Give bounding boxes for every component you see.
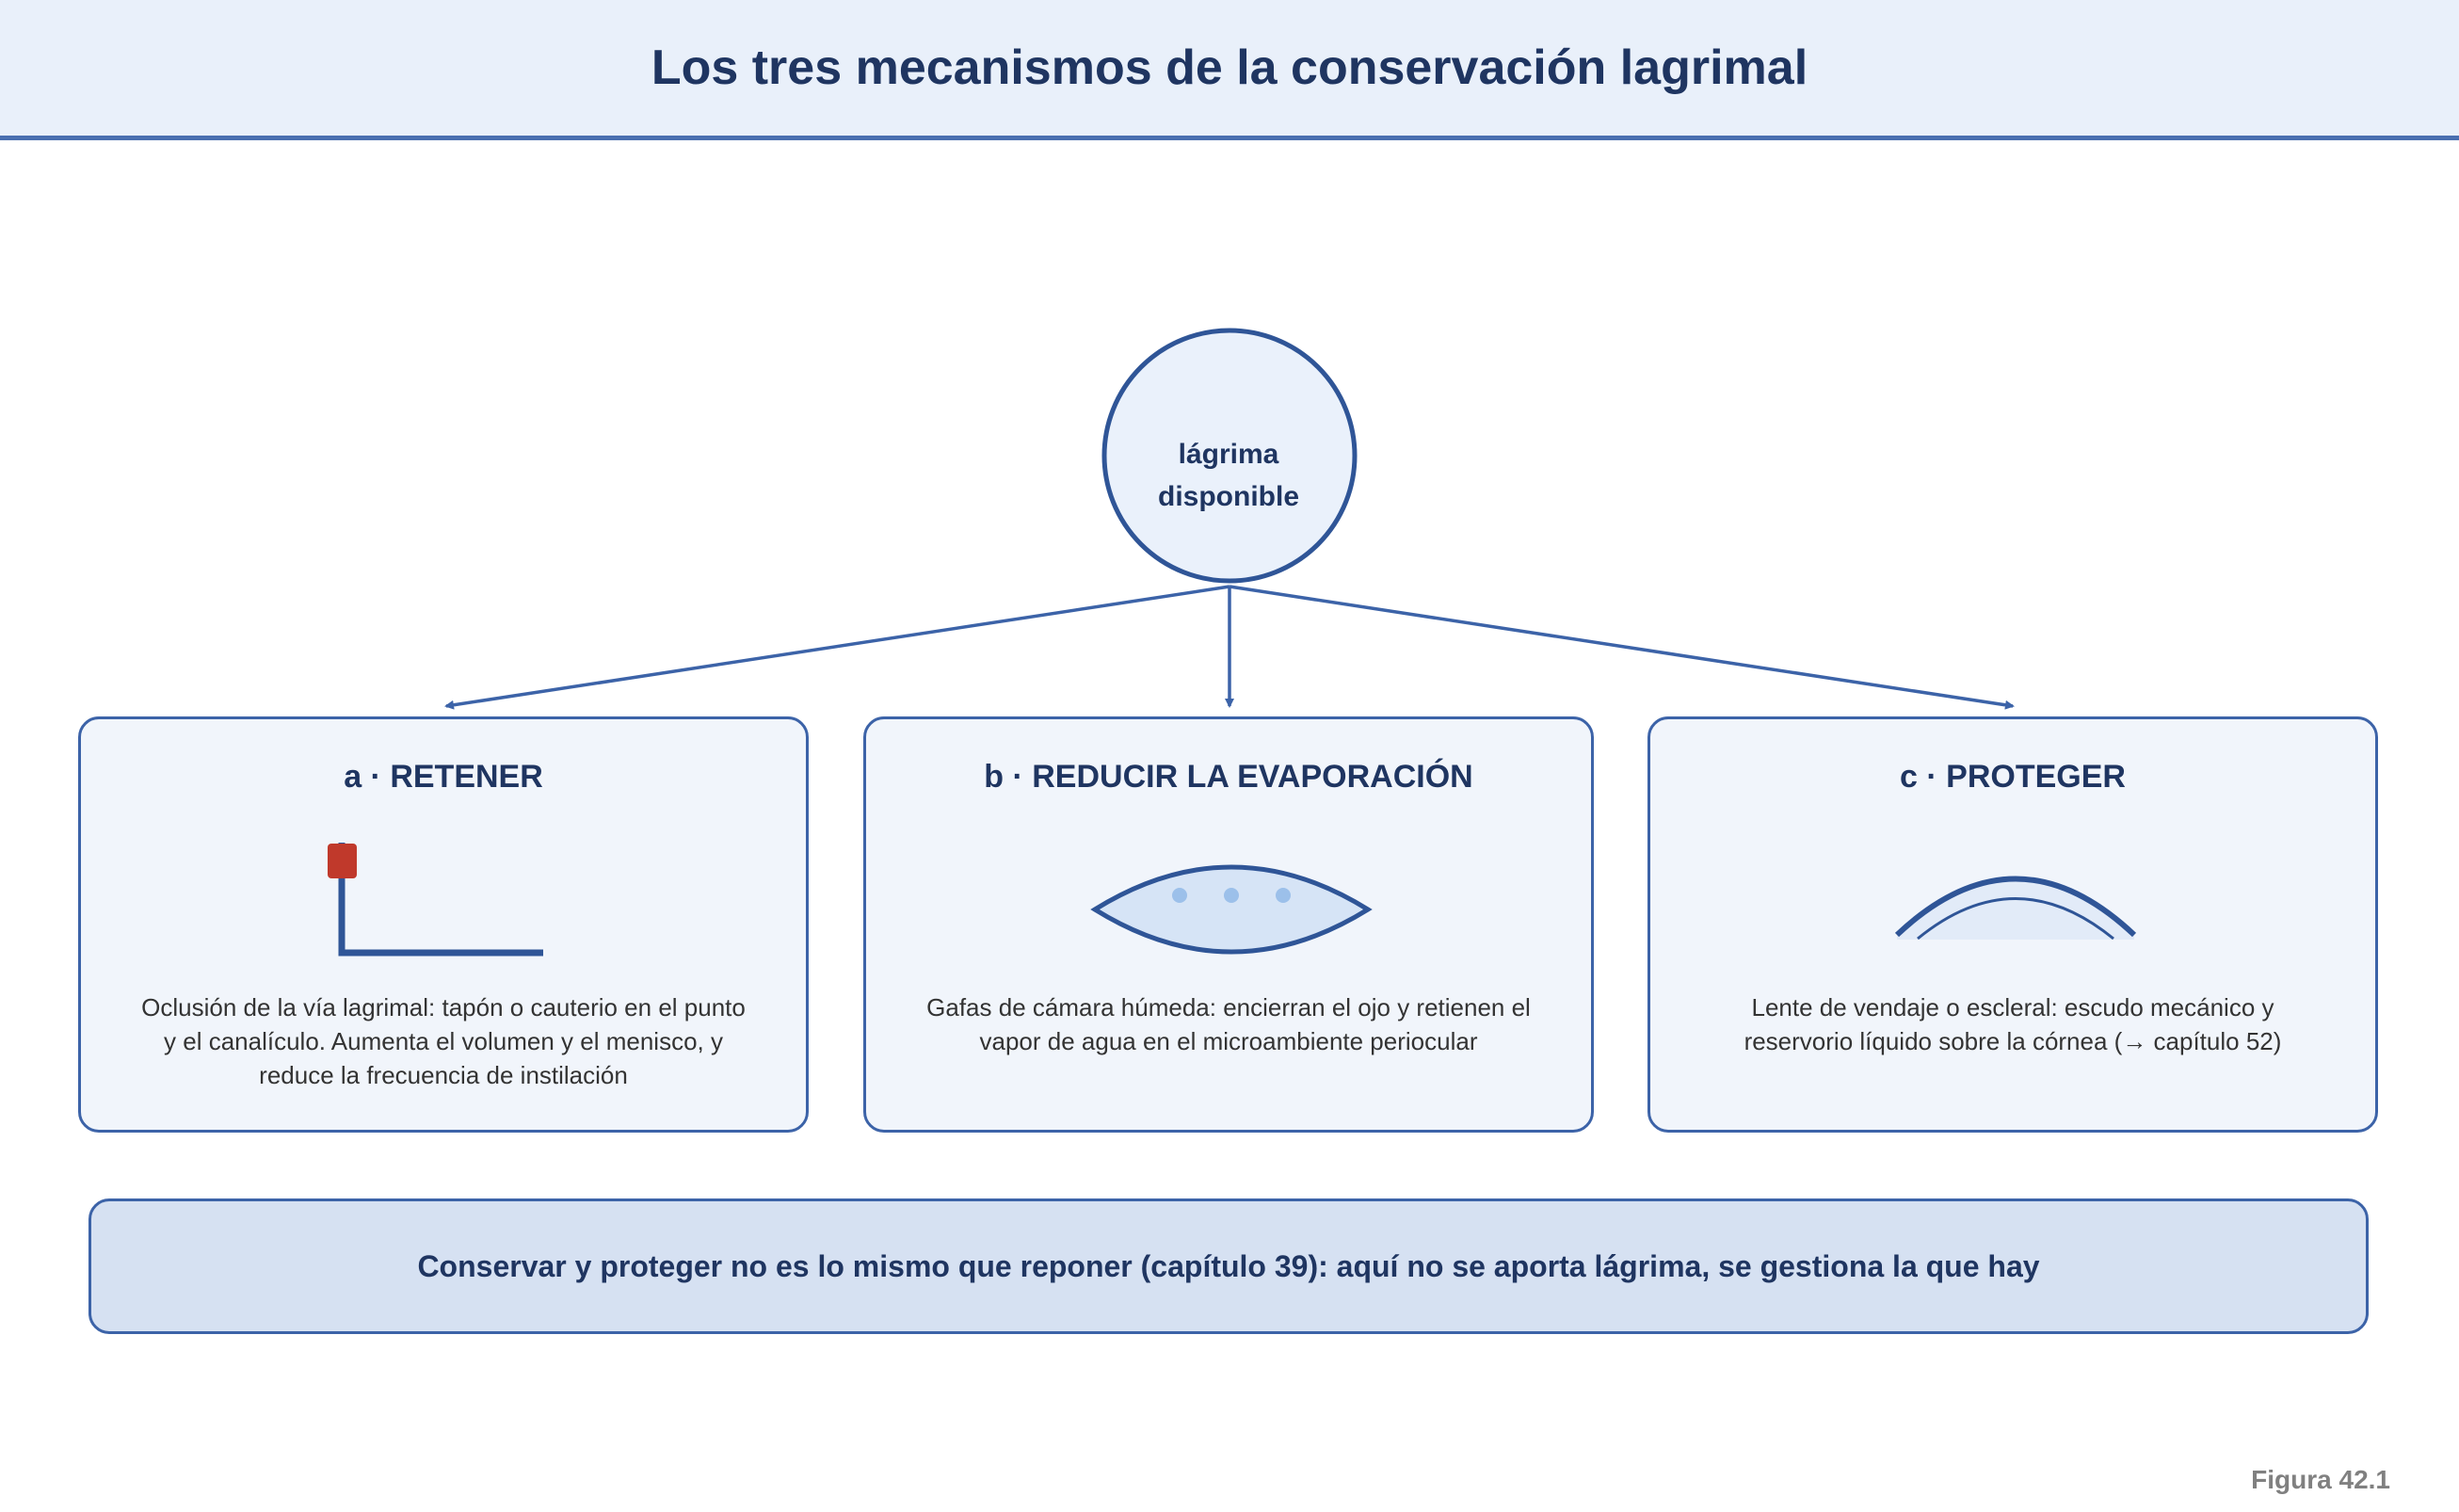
center-node-line2: disponible [1158, 481, 1299, 512]
card-title: c · PROTEGER [1900, 759, 2126, 795]
card-description: Lente de vendaje o escleral: escudo mecá… [1744, 993, 2282, 1055]
center-node-label: lágrima disponible [1103, 433, 1354, 518]
bandage-lens-icon [1894, 876, 2137, 941]
card-retener: a · RETENER Oclusión de la vía lagrimal:… [78, 716, 809, 1133]
arrow-to-proteger [1229, 585, 2015, 710]
card-title: a · RETENER [344, 759, 543, 795]
card-proteger: c · PROTEGER Lente de vendaje o escleral… [1647, 716, 2378, 1133]
card-description: Gafas de cámara húmeda: encierran el ojo… [926, 993, 1531, 1055]
punctal-plug-icon [328, 843, 543, 957]
summary-text: Conservar y proteger no es lo mismo que … [417, 1248, 2040, 1283]
header-bar: Los tres mecanismos de la conservación l… [0, 0, 2459, 140]
center-node-circle [1101, 328, 1358, 584]
figure-label: Figura 42.1 [2251, 1465, 2390, 1494]
page-title: Los tres mecanismos de la conservación l… [651, 40, 1808, 95]
arrow-to-retener [444, 585, 1230, 710]
card-reducir-evaporacion: b · REDUCIR LA EVAPORACIÓN Gafas de cáma… [863, 716, 1594, 1133]
summary-box: Conservar y proteger no es lo mismo que … [88, 1198, 2369, 1334]
card-description: Oclusión de la vía lagrimal: tapón o cau… [141, 993, 746, 1089]
moisture-chamber-icon [1090, 864, 1373, 955]
center-node-line1: lágrima [1178, 439, 1279, 470]
card-title: b · REDUCIR LA EVAPORACIÓN [984, 759, 1473, 795]
